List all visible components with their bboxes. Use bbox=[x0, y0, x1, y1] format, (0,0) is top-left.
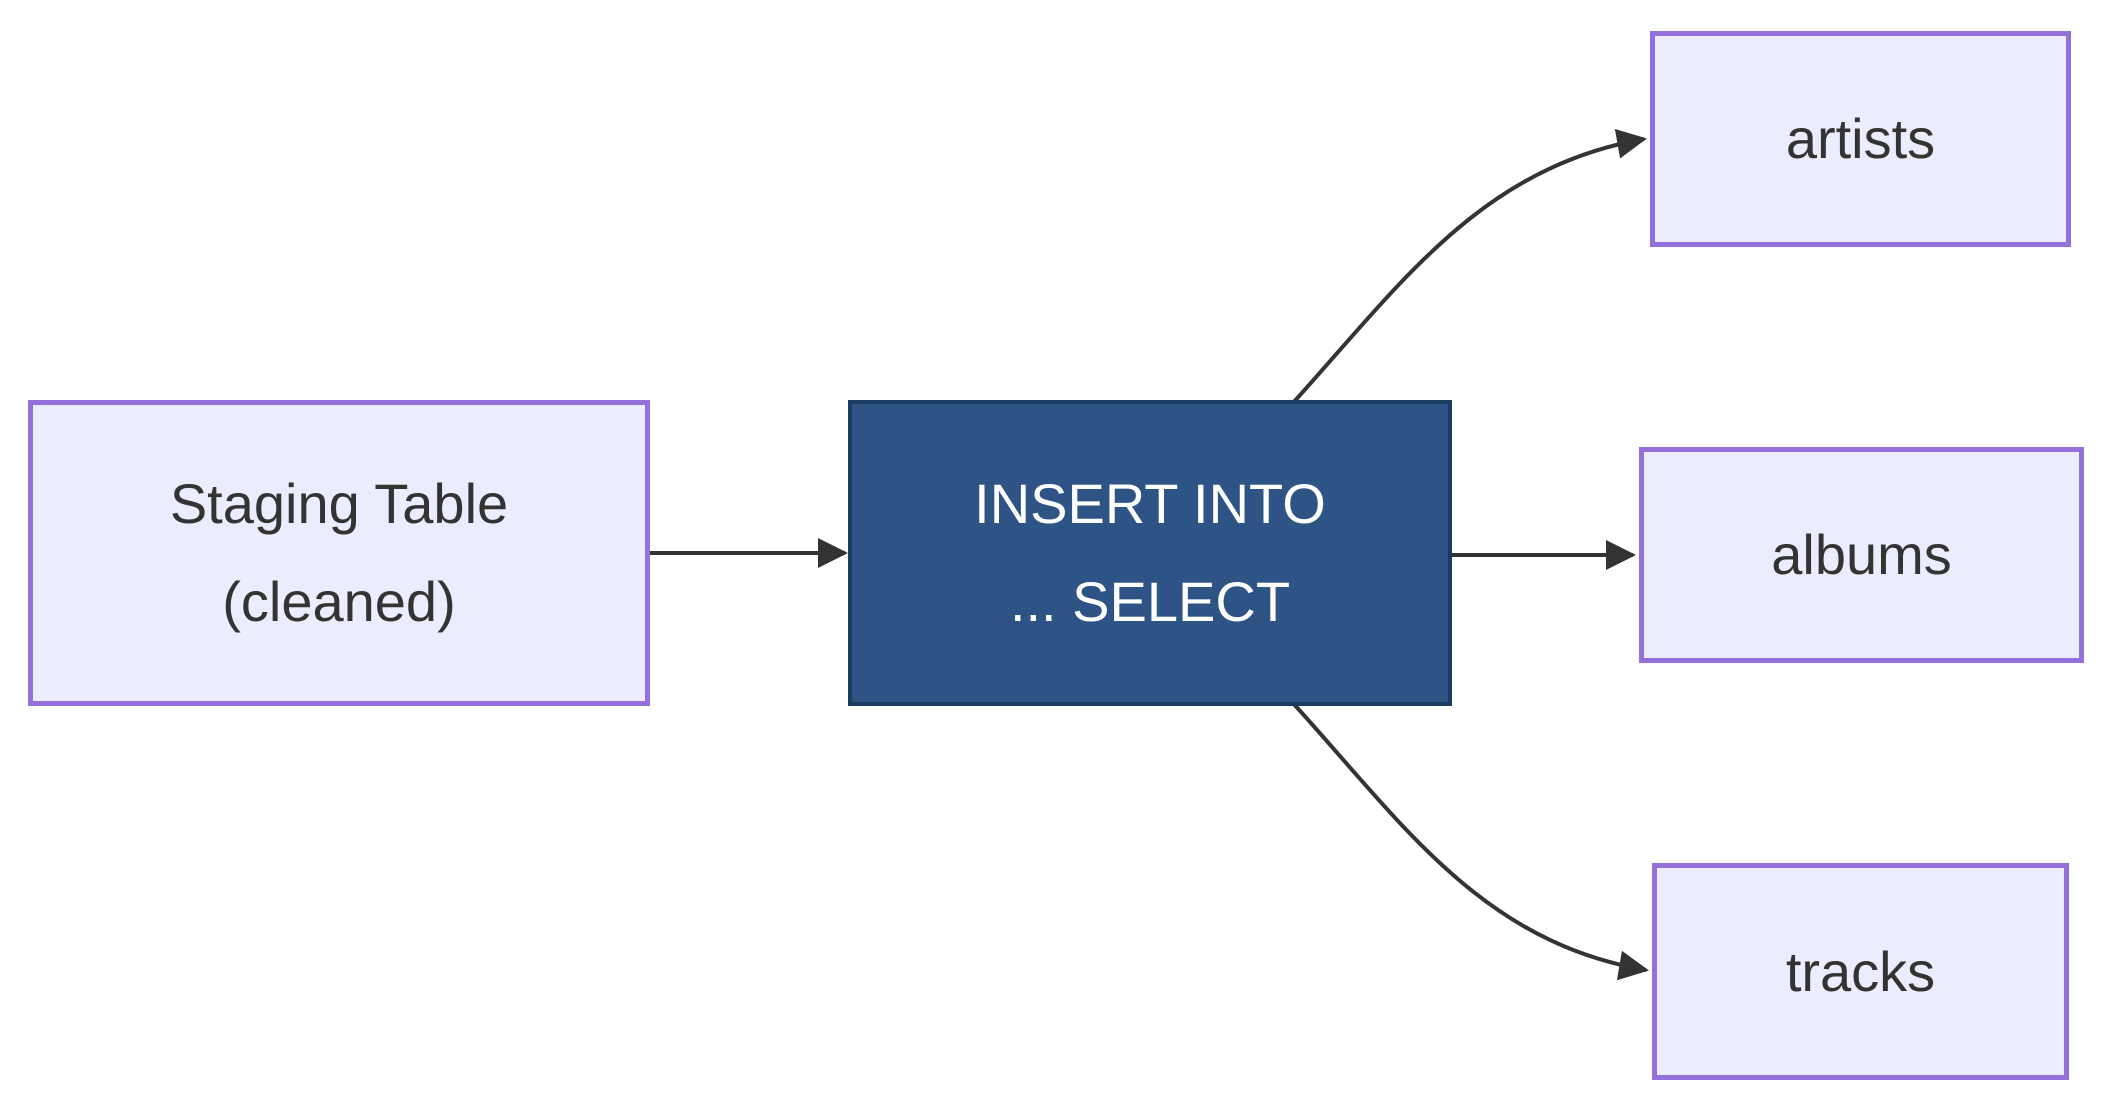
node-albums-table-label: albums bbox=[1771, 523, 1952, 587]
node-insert-into-select: INSERT INTO ... SELECT bbox=[848, 400, 1452, 706]
node-staging-table: Staging Table (cleaned) bbox=[28, 400, 650, 706]
node-artists-table: artists bbox=[1650, 31, 2071, 247]
node-staging-table-label: Staging Table (cleaned) bbox=[170, 455, 508, 651]
node-insert-into-select-label-line2: ... SELECT bbox=[1009, 570, 1291, 633]
node-albums-table: albums bbox=[1639, 447, 2084, 663]
node-insert-into-select-label-line1: INSERT INTO bbox=[974, 472, 1326, 535]
node-staging-table-label-line2: (cleaned) bbox=[222, 570, 456, 633]
node-insert-into-select-label: INSERT INTO ... SELECT bbox=[974, 455, 1326, 651]
node-artists-table-label: artists bbox=[1785, 107, 1936, 171]
edge-insert-to-artists-arrow bbox=[1290, 128, 1647, 406]
node-tracks-table-label: tracks bbox=[1785, 939, 1936, 1003]
node-tracks-table: tracks bbox=[1652, 863, 2069, 1080]
edge-insert-to-tracks-arrow bbox=[1290, 700, 1649, 981]
node-staging-table-label-line1: Staging Table bbox=[169, 472, 509, 535]
